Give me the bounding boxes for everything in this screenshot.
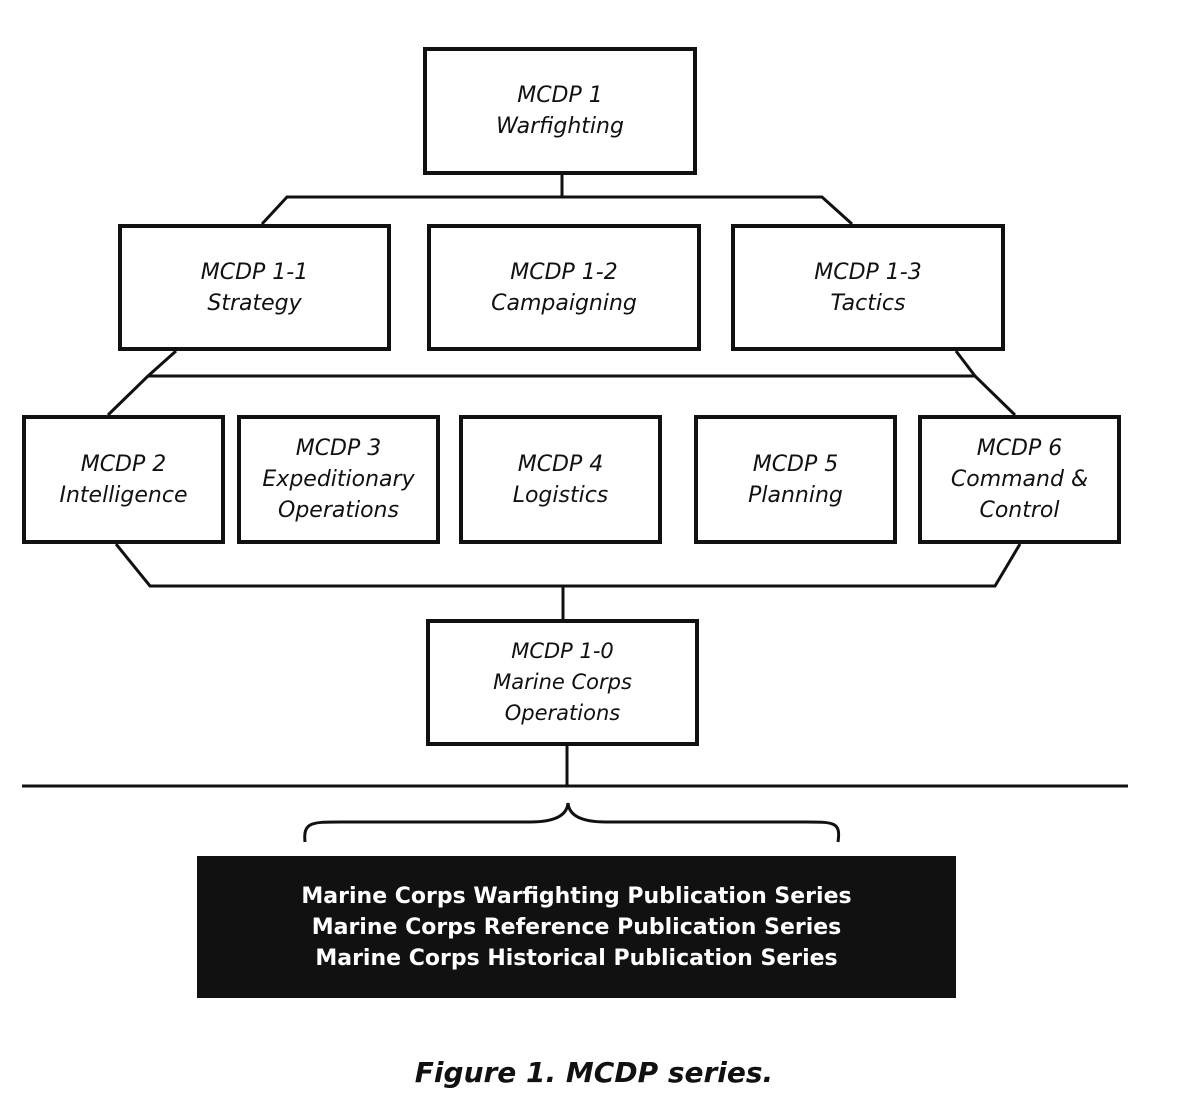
series-historical: Marine Corps Historical Publication Seri… — [315, 945, 838, 971]
box-mcdp-1-title: Warfighting — [496, 114, 624, 139]
figure-caption: Figure 1. MCDP series. — [414, 1056, 774, 1089]
connector-row2-to-bottom — [114, 543, 1022, 619]
box-mcdp-6-number: MCDP 6 — [976, 436, 1063, 461]
box-mcdp-3-title-line2: Operations — [278, 498, 399, 523]
box-mcdp-2-number: MCDP 2 — [80, 451, 167, 477]
series-warfighting: Marine Corps Warfighting Publication Ser… — [301, 883, 852, 909]
box-mcdp-1-2-title: Campaigning — [491, 290, 637, 316]
box-mcdp-5-title: Planning — [748, 482, 843, 508]
box-mcdp-3: MCDP 3 Expeditionary Operations — [237, 415, 440, 544]
box-mcdp-1-0-title-line2: Operations — [504, 701, 621, 725]
box-mcdp-2: MCDP 2 Intelligence — [22, 415, 225, 544]
box-mcdp-5-number: MCDP 5 — [752, 451, 839, 477]
curly-brace — [303, 802, 841, 843]
box-mcdp-6: MCDP 6 Command & Control — [918, 415, 1121, 544]
box-mcdp-3-title-line1: Expeditionary — [262, 467, 415, 492]
box-mcdp-1-3-number: MCDP 1-3 — [814, 259, 922, 285]
box-mcdp-2-title: Intelligence — [59, 482, 188, 508]
box-mcdp-5: MCDP 5 Planning — [694, 415, 897, 544]
connector-row1-to-row2 — [106, 349, 1017, 417]
box-mcdp-6-title-line2: Control — [979, 498, 1060, 523]
box-mcdp-1: MCDP 1 Warfighting — [423, 47, 697, 175]
series-reference: Marine Corps Reference Publication Serie… — [311, 914, 842, 940]
box-mcdp-1-2-number: MCDP 1-2 — [510, 259, 618, 285]
box-mcdp-6-title-line1: Command & — [950, 467, 1089, 492]
box-mcdp-3-number: MCDP 3 — [295, 436, 382, 461]
box-mcdp-1-0-number: MCDP 1-0 — [511, 639, 614, 663]
box-mcdp-1-2: MCDP 1-2 Campaigning — [427, 224, 701, 351]
connector-top-to-row1 — [260, 175, 854, 226]
box-mcdp-1-0: MCDP 1-0 Marine Corps Operations — [426, 619, 699, 746]
box-mcdp-1-0-title-line1: Marine Corps — [493, 670, 632, 694]
publication-series-box: Marine Corps Warfighting Publication Ser… — [197, 856, 956, 998]
box-mcdp-4-number: MCDP 4 — [517, 451, 604, 477]
box-mcdp-1-3-title: Tactics — [830, 290, 906, 316]
box-mcdp-1-1-title: Strategy — [207, 290, 302, 316]
box-mcdp-1-number: MCDP 1 — [517, 83, 603, 108]
box-mcdp-1-1: MCDP 1-1 Strategy — [118, 224, 391, 351]
box-mcdp-1-3: MCDP 1-3 Tactics — [731, 224, 1005, 351]
box-mcdp-1-1-number: MCDP 1-1 — [200, 259, 309, 285]
box-mcdp-4-title: Logistics — [512, 482, 609, 508]
box-mcdp-4: MCDP 4 Logistics — [459, 415, 662, 544]
